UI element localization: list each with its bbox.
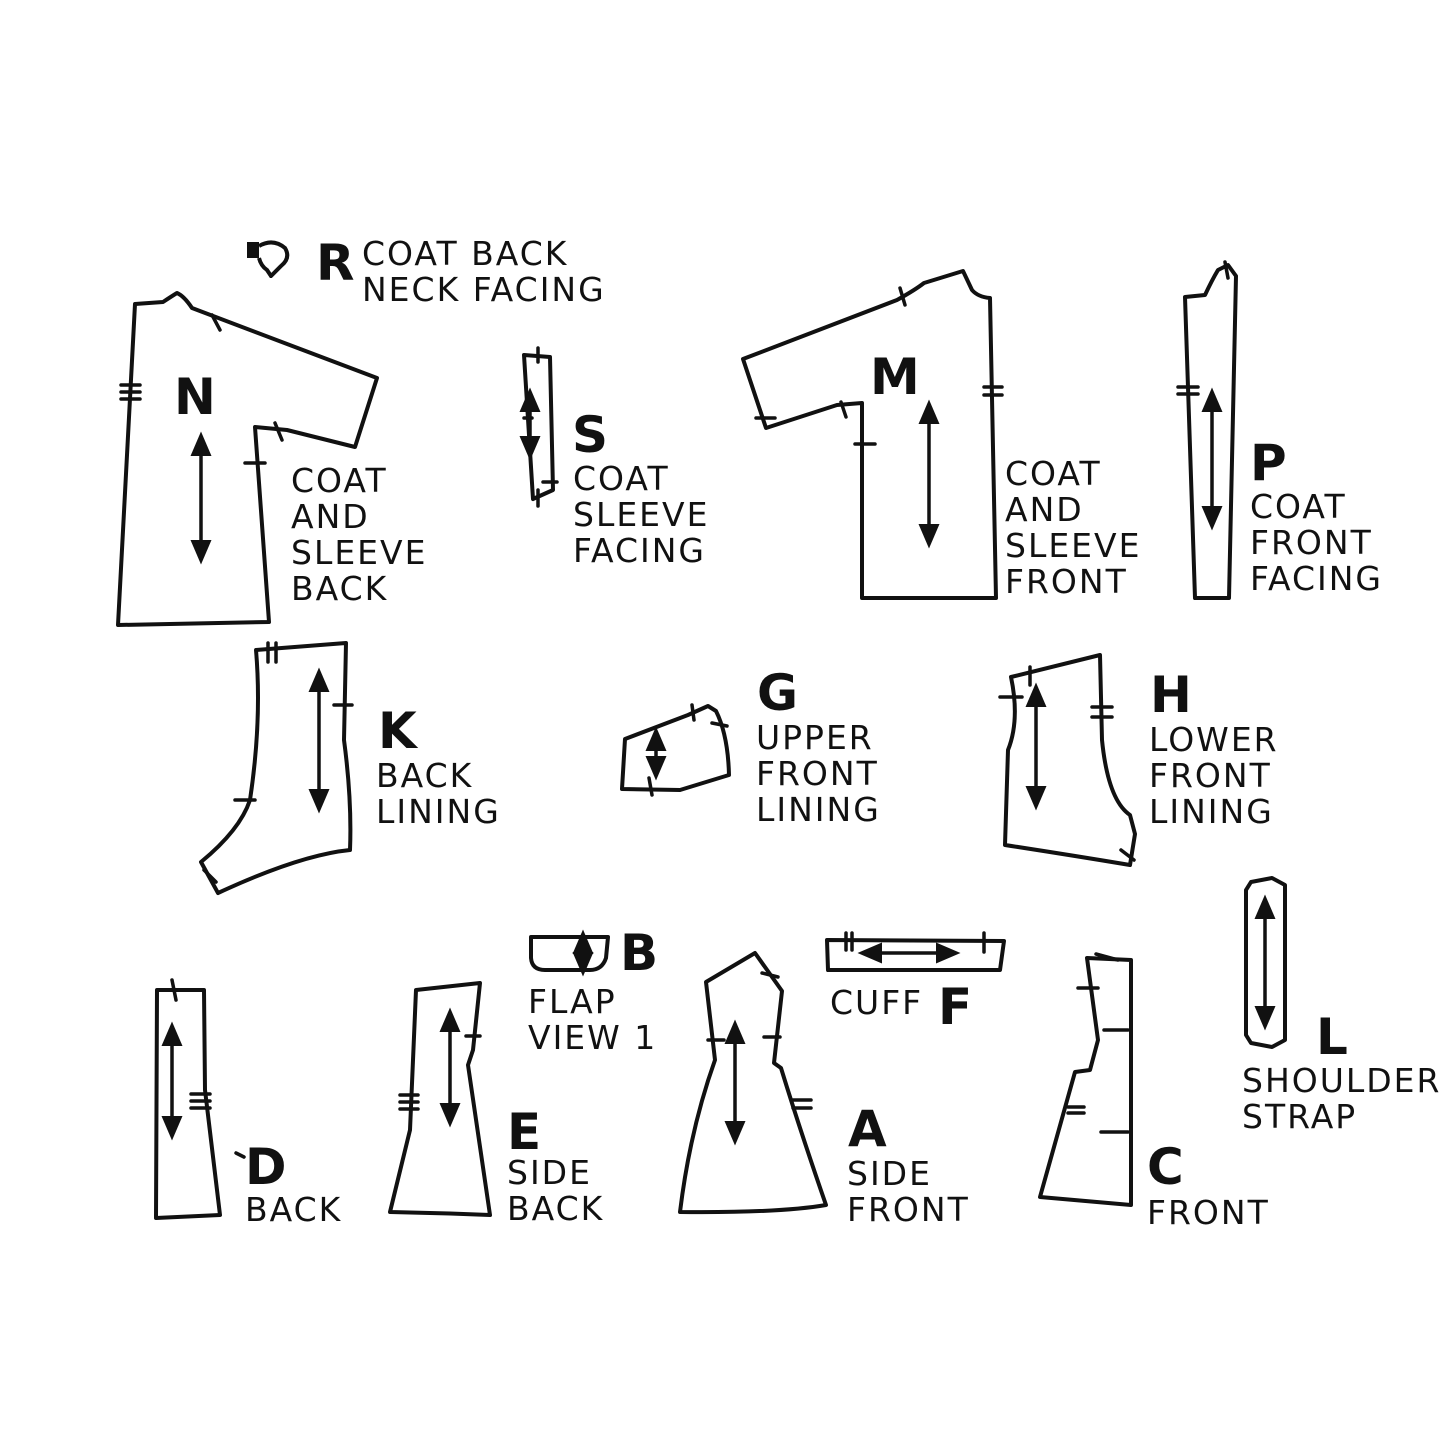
piece-desc-H: LOWER FRONT LINING — [1149, 722, 1279, 830]
piece-desc-C: FRONT — [1147, 1195, 1270, 1231]
desc-line: FRONT — [756, 754, 879, 793]
desc-line: COAT BACK — [362, 234, 569, 273]
desc-line: FRONT — [1149, 756, 1272, 795]
desc-line: FRONT — [1250, 523, 1373, 562]
piece-S-shape — [519, 346, 559, 508]
piece-N-shape — [116, 291, 379, 627]
desc-line: LINING — [376, 792, 501, 831]
piece-letter-E: E — [507, 1103, 542, 1161]
piece-K-shape — [199, 641, 354, 895]
desc-line: SIDE — [507, 1153, 592, 1192]
desc-line: BACK — [245, 1190, 343, 1229]
desc-line: AND — [291, 497, 370, 536]
piece-C-shape — [1038, 952, 1133, 1207]
piece-D-shape — [154, 978, 246, 1220]
piece-desc-R: COAT BACK NECK FACING — [362, 236, 606, 308]
desc-line: SLEEVE — [573, 495, 710, 534]
piece-letter-G: G — [757, 664, 799, 722]
piece-B-shape — [529, 929, 610, 977]
piece-desc-L: SHOULDER STRAP — [1242, 1063, 1441, 1135]
piece-letter-A: A — [848, 1100, 887, 1158]
piece-letter-N: N — [174, 368, 216, 426]
desc-line: STRAP — [1242, 1097, 1358, 1136]
desc-line: SHOULDER — [1242, 1061, 1442, 1100]
piece-F-shape — [825, 931, 1006, 972]
desc-line: SLEEVE — [291, 533, 428, 572]
desc-line: SIDE — [847, 1154, 932, 1193]
desc-line: BACK — [376, 756, 474, 795]
desc-line: BACK — [291, 569, 389, 608]
piece-H-shape — [998, 653, 1137, 867]
desc-line: COAT — [1005, 454, 1102, 493]
desc-line: FACING — [1250, 559, 1383, 598]
piece-desc-G: UPPER FRONT LINING — [756, 720, 881, 828]
piece-letter-P: P — [1250, 434, 1287, 492]
piece-desc-D: BACK — [245, 1192, 342, 1228]
desc-line: FACING — [573, 531, 706, 570]
desc-line: COAT — [291, 461, 388, 500]
desc-line: UPPER — [756, 718, 874, 757]
desc-line: COAT — [573, 459, 670, 498]
desc-line: FRONT — [1005, 562, 1128, 601]
desc-line: BACK — [507, 1189, 605, 1228]
piece-letter-S: S — [572, 406, 609, 464]
desc-line: SLEEVE — [1005, 526, 1142, 565]
piece-G-shape — [620, 703, 731, 797]
piece-letter-F: F — [938, 978, 973, 1036]
piece-desc-P: COAT FRONT FACING — [1250, 489, 1383, 597]
piece-desc-N: COAT AND SLEEVE BACK — [291, 463, 427, 607]
piece-letter-M: M — [870, 348, 920, 406]
desc-line: NECK FACING — [362, 270, 606, 309]
desc-line: FRONT — [847, 1190, 970, 1229]
piece-letter-C: C — [1147, 1138, 1184, 1196]
desc-line: VIEW 1 — [528, 1018, 658, 1057]
desc-line: FRONT — [1147, 1193, 1270, 1232]
desc-line: AND — [1005, 490, 1084, 529]
piece-desc-M: COAT AND SLEEVE FRONT — [1005, 456, 1141, 600]
desc-line: LINING — [1149, 792, 1274, 831]
piece-desc-K: BACK LINING — [376, 758, 501, 830]
piece-L-shape — [1244, 876, 1287, 1049]
piece-desc-B: FLAP VIEW 1 — [528, 984, 657, 1056]
piece-letter-H: H — [1150, 666, 1192, 724]
neck-facing-shape-icon — [247, 240, 290, 278]
piece-letter-B: B — [620, 924, 659, 982]
piece-M-shape — [741, 269, 1004, 600]
piece-A-shape — [678, 951, 828, 1215]
piece-letter-K: K — [378, 702, 417, 760]
piece-letter-R: R — [316, 234, 355, 292]
piece-label-R: R — [316, 238, 355, 288]
desc-line: LOWER — [1149, 720, 1279, 759]
desc-line: CUFF — [830, 983, 924, 1022]
piece-desc-A: SIDE FRONT — [847, 1156, 970, 1228]
piece-desc-S: COAT SLEEVE FACING — [573, 461, 709, 569]
piece-desc-F: CUFF — [830, 985, 923, 1021]
desc-line: FLAP — [528, 982, 617, 1021]
piece-letter-D: D — [245, 1138, 287, 1196]
desc-line: COAT — [1250, 487, 1347, 526]
piece-desc-E: SIDE BACK — [507, 1155, 604, 1227]
piece-P-shape — [1176, 260, 1238, 600]
piece-letter-L: L — [1316, 1008, 1348, 1066]
piece-E-shape — [388, 981, 492, 1217]
desc-line: LINING — [756, 790, 881, 829]
